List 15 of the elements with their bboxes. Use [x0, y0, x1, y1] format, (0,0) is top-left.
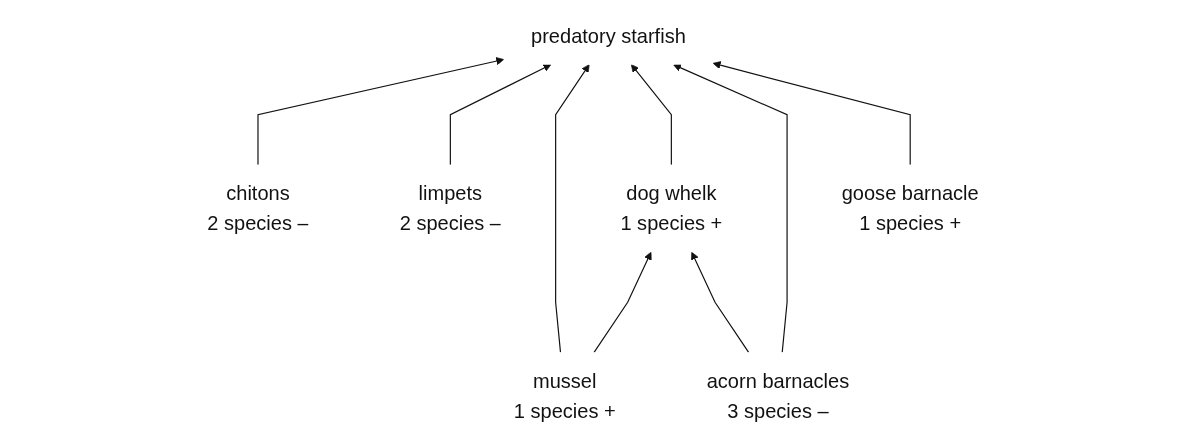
- node-text: predatory starfish: [531, 24, 686, 48]
- arrow: [555, 64, 590, 353]
- arrow: [593, 251, 652, 353]
- arrow: [449, 64, 552, 166]
- node-text: chitons 2 species –: [207, 182, 309, 235]
- node-text: goose barnacle 1 species +: [841, 182, 979, 235]
- arrow: [673, 63, 788, 353]
- node-text: limpets 2 species –: [399, 182, 502, 235]
- node-text: mussel 1 species +: [513, 369, 616, 423]
- arrow: [712, 61, 911, 166]
- arrow: [630, 64, 672, 166]
- node-text: dog whelk 1 species +: [620, 182, 723, 235]
- arrow: [257, 57, 505, 166]
- node-text: acorn barnacles 3 species –: [706, 369, 850, 423]
- arrow: [691, 251, 750, 353]
